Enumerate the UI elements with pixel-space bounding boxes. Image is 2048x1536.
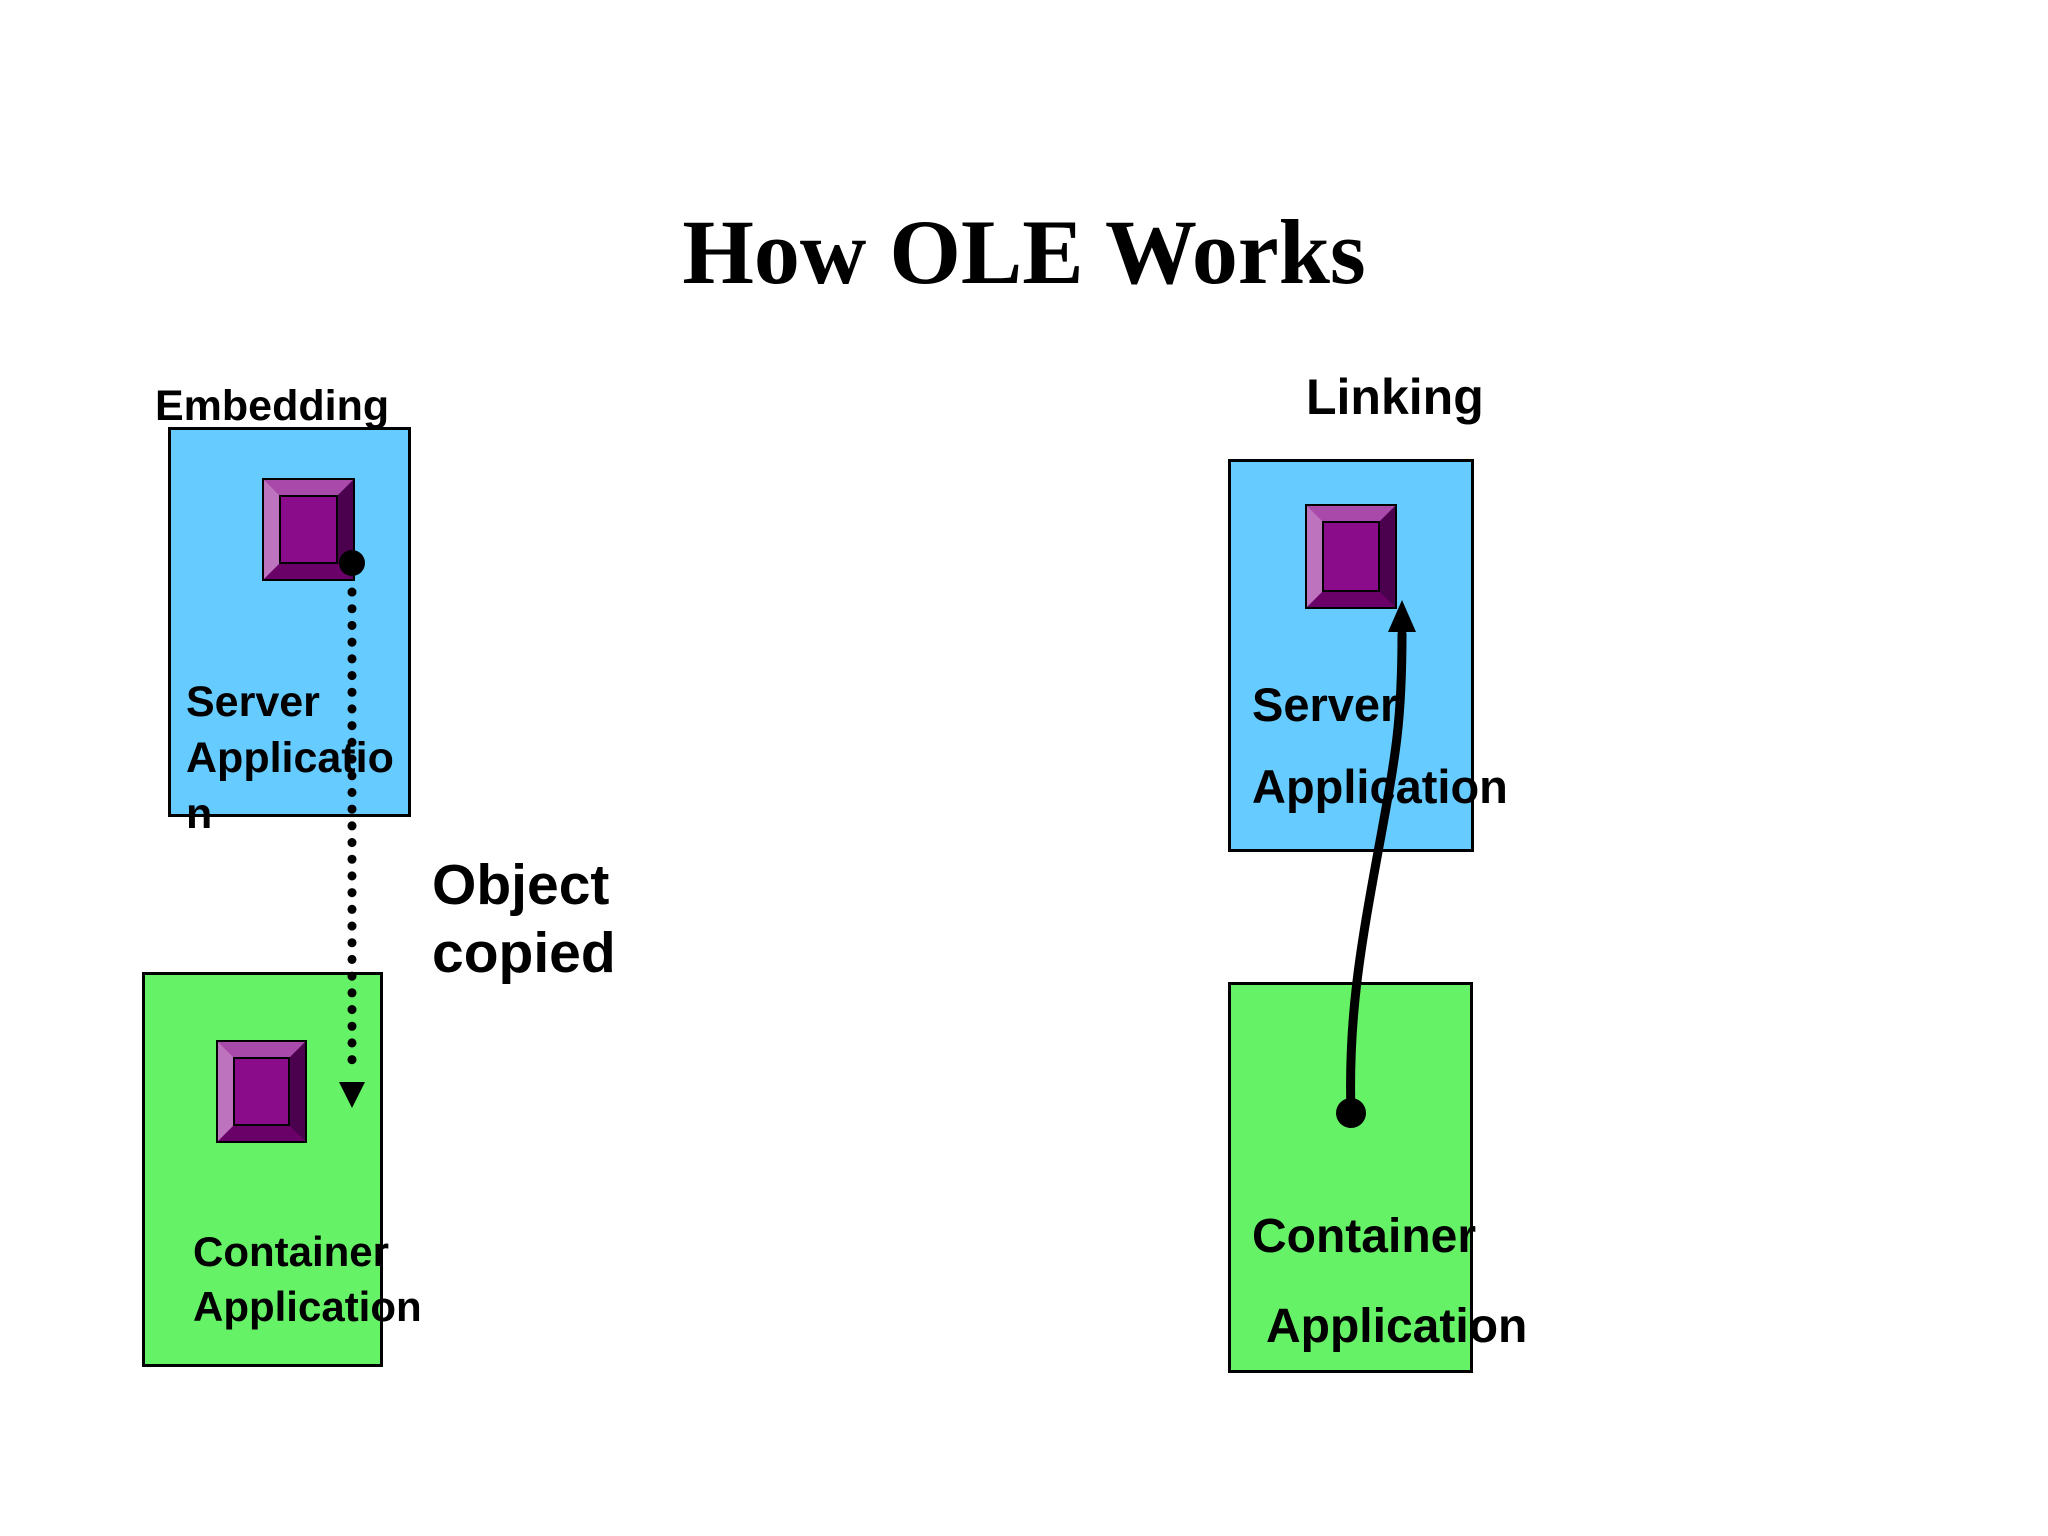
- caption-line: Server: [1252, 678, 1399, 731]
- ole-object-bevel: [264, 480, 353, 579]
- caption-line: Applicatio: [186, 734, 394, 782]
- embedding-section-label: Embedding: [155, 382, 390, 430]
- caption-line: Application: [1252, 760, 1508, 813]
- linking-container-application-box: [1228, 982, 1473, 1373]
- caption-line: Container: [1252, 1210, 1477, 1263]
- caption-line: Container: [193, 1228, 390, 1275]
- ole-object-bevel: [1307, 506, 1395, 607]
- linking-section-label: Linking: [1306, 369, 1484, 425]
- ole-object-icon: [1305, 504, 1397, 609]
- embedding-server-caption: Server Applicatio n: [186, 674, 394, 842]
- linking-server-caption: Server Application: [1252, 664, 1508, 828]
- embedding-container-application-box: [142, 972, 383, 1367]
- caption-line: Application: [193, 1283, 422, 1330]
- ole-object-center: [233, 1057, 290, 1126]
- caption-line: Object: [432, 853, 610, 917]
- caption-line: Application: [1266, 1300, 1528, 1353]
- caption-line: Server: [186, 678, 320, 726]
- ole-object-bevel: [218, 1042, 305, 1141]
- caption-line: n: [186, 790, 213, 838]
- object-copied-note: Object copied: [432, 851, 616, 987]
- ole-object-icon: [216, 1040, 307, 1143]
- linking-container-caption: Container Application: [1252, 1192, 1527, 1372]
- ole-object-center: [279, 495, 338, 564]
- page-title: How OLE Works: [682, 200, 1366, 303]
- caption-line: copied: [432, 921, 616, 985]
- ole-object-icon: [262, 478, 355, 581]
- ole-object-center: [1322, 521, 1380, 592]
- embedding-container-caption: Container Application: [193, 1224, 422, 1334]
